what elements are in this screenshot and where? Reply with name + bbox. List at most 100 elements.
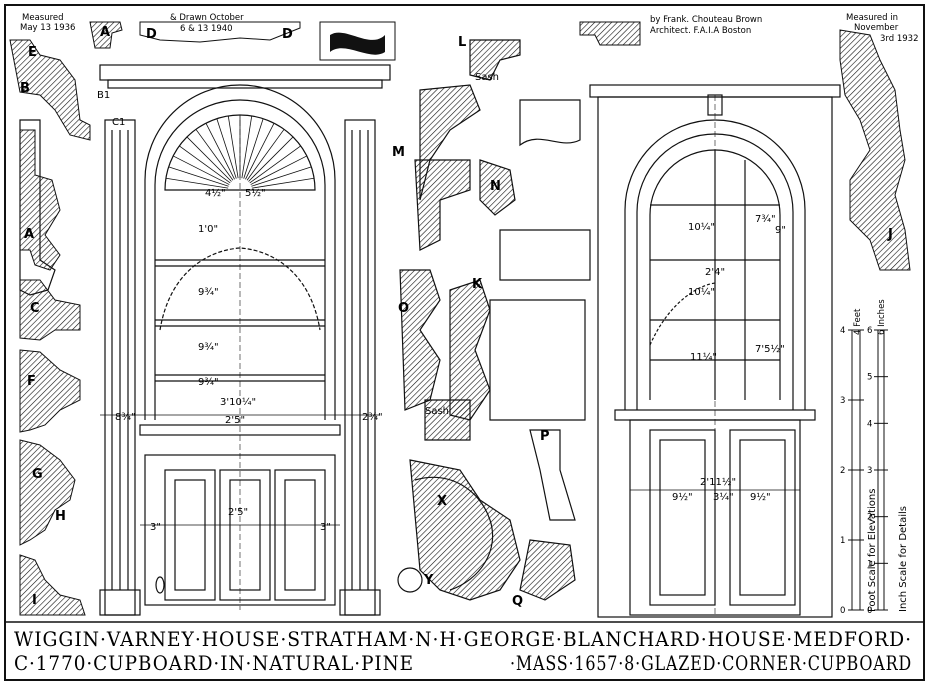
inch-scale [874, 329, 888, 611]
dim-right-8: 10¼" [688, 286, 715, 298]
dim-left-13: 2¾" [362, 412, 383, 423]
foot-scale-caption: Foot Scale for Elevations [867, 489, 878, 612]
dim-left-4: 1'0" [198, 224, 218, 235]
title-block: WIGGIN·VARNEY·HOUSE·STRATHAM·N·H·GEORGE·… [5, 621, 924, 675]
dim-right-10: 7'5½" [755, 343, 785, 355]
dim-right-5: 7¾" [755, 214, 776, 225]
fan-ray [243, 118, 264, 179]
label-X: X [437, 494, 447, 509]
fan-ray [205, 122, 235, 180]
dim-left-3: 2'5" [228, 507, 248, 518]
right-cupboard-dims: 2'4" 2'11½" 9½" 9½" 7¾" 9" 10¼" 10¼" 11¼… [672, 214, 786, 503]
dim-left-11: 5½" [245, 187, 266, 199]
label-Y: Y [423, 573, 434, 588]
inch-scale-tick-label: 4 [867, 419, 872, 429]
label-B1: B1 [97, 90, 110, 101]
dim-left-8: 3" [150, 522, 161, 533]
label-A-top: A [100, 25, 110, 40]
label-D-left: D [146, 27, 157, 42]
measured-left-line1: Measured [22, 13, 64, 23]
label-E: E [28, 45, 37, 60]
fan-ray [179, 145, 231, 184]
right-molding-profile: J [839, 29, 911, 271]
left-molding-profiles: E B A C F G H I [9, 39, 91, 616]
fan-ray [246, 129, 285, 181]
dim-right-11: 3¼" [713, 491, 734, 503]
label-G: G [32, 467, 43, 482]
dim-left-12: 8¾" [115, 412, 136, 423]
dim-left-5: 9¾" [198, 287, 219, 298]
top-molding-profiles: A D D L [89, 21, 641, 61]
foot-scale-tick-label: 0 [840, 606, 845, 616]
fan-ray [245, 122, 275, 180]
fan-ray [168, 166, 229, 187]
foot-scale-tick-label: 4 [840, 326, 845, 336]
dim-right-4: 9½" [750, 491, 771, 503]
fan-ray [172, 155, 230, 185]
label-F: F [27, 374, 36, 389]
fan-ray [186, 136, 232, 182]
title-line-2-left: C·1770·CUPBOARD·IN·NATURAL·PINE [14, 651, 414, 675]
fan-ray [249, 145, 301, 184]
label-O: O [398, 301, 409, 316]
right-cupboard-elevation [589, 84, 841, 618]
dim-left-10: 4½" [205, 187, 226, 199]
dim-right-1: 2'4" [705, 267, 725, 278]
label-B: B [20, 81, 30, 96]
measured-right-line1: Measured in [846, 13, 898, 23]
center-detail-labels: M N K O X Y P Q Sash Sash [392, 72, 550, 609]
label-C: C [30, 301, 40, 316]
measured-right-line3: 3rd 1932 [880, 34, 918, 44]
dim-left-1: 3'10¼" [220, 396, 256, 408]
dim-right-2: 2'11½" [700, 476, 736, 488]
inch-scale-tick-label: 3 [867, 466, 872, 476]
fan-ray [251, 177, 315, 189]
label-I: I [32, 593, 37, 608]
label-C1: C1 [112, 117, 125, 128]
measured-left-line2: May 13 1936 [20, 23, 75, 33]
label-L: L [458, 35, 466, 50]
drawn-line1: & Drawn October [170, 13, 244, 23]
inch-scale-tick-label: 6 [867, 326, 872, 336]
dim-right-6: 9" [775, 225, 786, 236]
dim-left-9: 3" [320, 522, 331, 533]
fan-ray [248, 136, 294, 182]
foot-scale [848, 329, 864, 611]
foot-scale-tick-label: 2 [840, 466, 845, 476]
dim-right-7: 10¼" [688, 221, 715, 233]
author-line2: Architect. F.A.I.A Boston [650, 26, 751, 36]
fan-ray [250, 155, 308, 185]
shell-fan-rays [165, 115, 315, 191]
left-cupboard-dims: 3'10¼" 2'5" 2'5" 1'0" 9¾" 9¾" 9¾" 3" 3" … [97, 90, 383, 533]
author-line1: by Frank. Chouteau Brown [650, 15, 762, 25]
label-A-side: A [24, 227, 34, 242]
inch-scale-tick-label: 5 [867, 373, 872, 383]
dim-left-6: 9¾" [198, 342, 219, 353]
inch-scale-title: 6 Inches [877, 299, 887, 335]
dim-right-9: 11¼" [690, 351, 717, 363]
title-line-1: WIGGIN·VARNEY·HOUSE·STRATHAM·N·H·GEORGE·… [14, 627, 912, 651]
foot-scale-tick-label: 1 [840, 536, 845, 546]
title-line-2-right: ·MASS·1657·8·GLAZED·CORNER·CUPBOARD [510, 651, 912, 675]
label-P: P [540, 429, 550, 444]
foot-scale-title: 4 Feet [853, 308, 863, 335]
sheet-border [4, 4, 925, 681]
fan-ray [216, 118, 237, 179]
dim-left-2: 2'5" [225, 415, 245, 426]
fan-ray [241, 115, 253, 179]
foot-scale-tick-label: 3 [840, 396, 845, 406]
dim-right-3: 9½" [672, 491, 693, 503]
label-D-right: D [282, 27, 293, 42]
fan-ray [165, 177, 229, 189]
measured-right-line2: November [854, 23, 899, 33]
inch-scale-caption: Inch Scale for Details [898, 506, 909, 612]
label-K: K [472, 277, 483, 292]
drawn-line2: 6 & 13 1940 [180, 24, 233, 34]
dim-left-7: 9¾" [198, 377, 219, 388]
label-M: M [392, 145, 405, 160]
inch-scale-tick-label: 1 [867, 559, 872, 569]
center-profile-details [397, 39, 591, 601]
